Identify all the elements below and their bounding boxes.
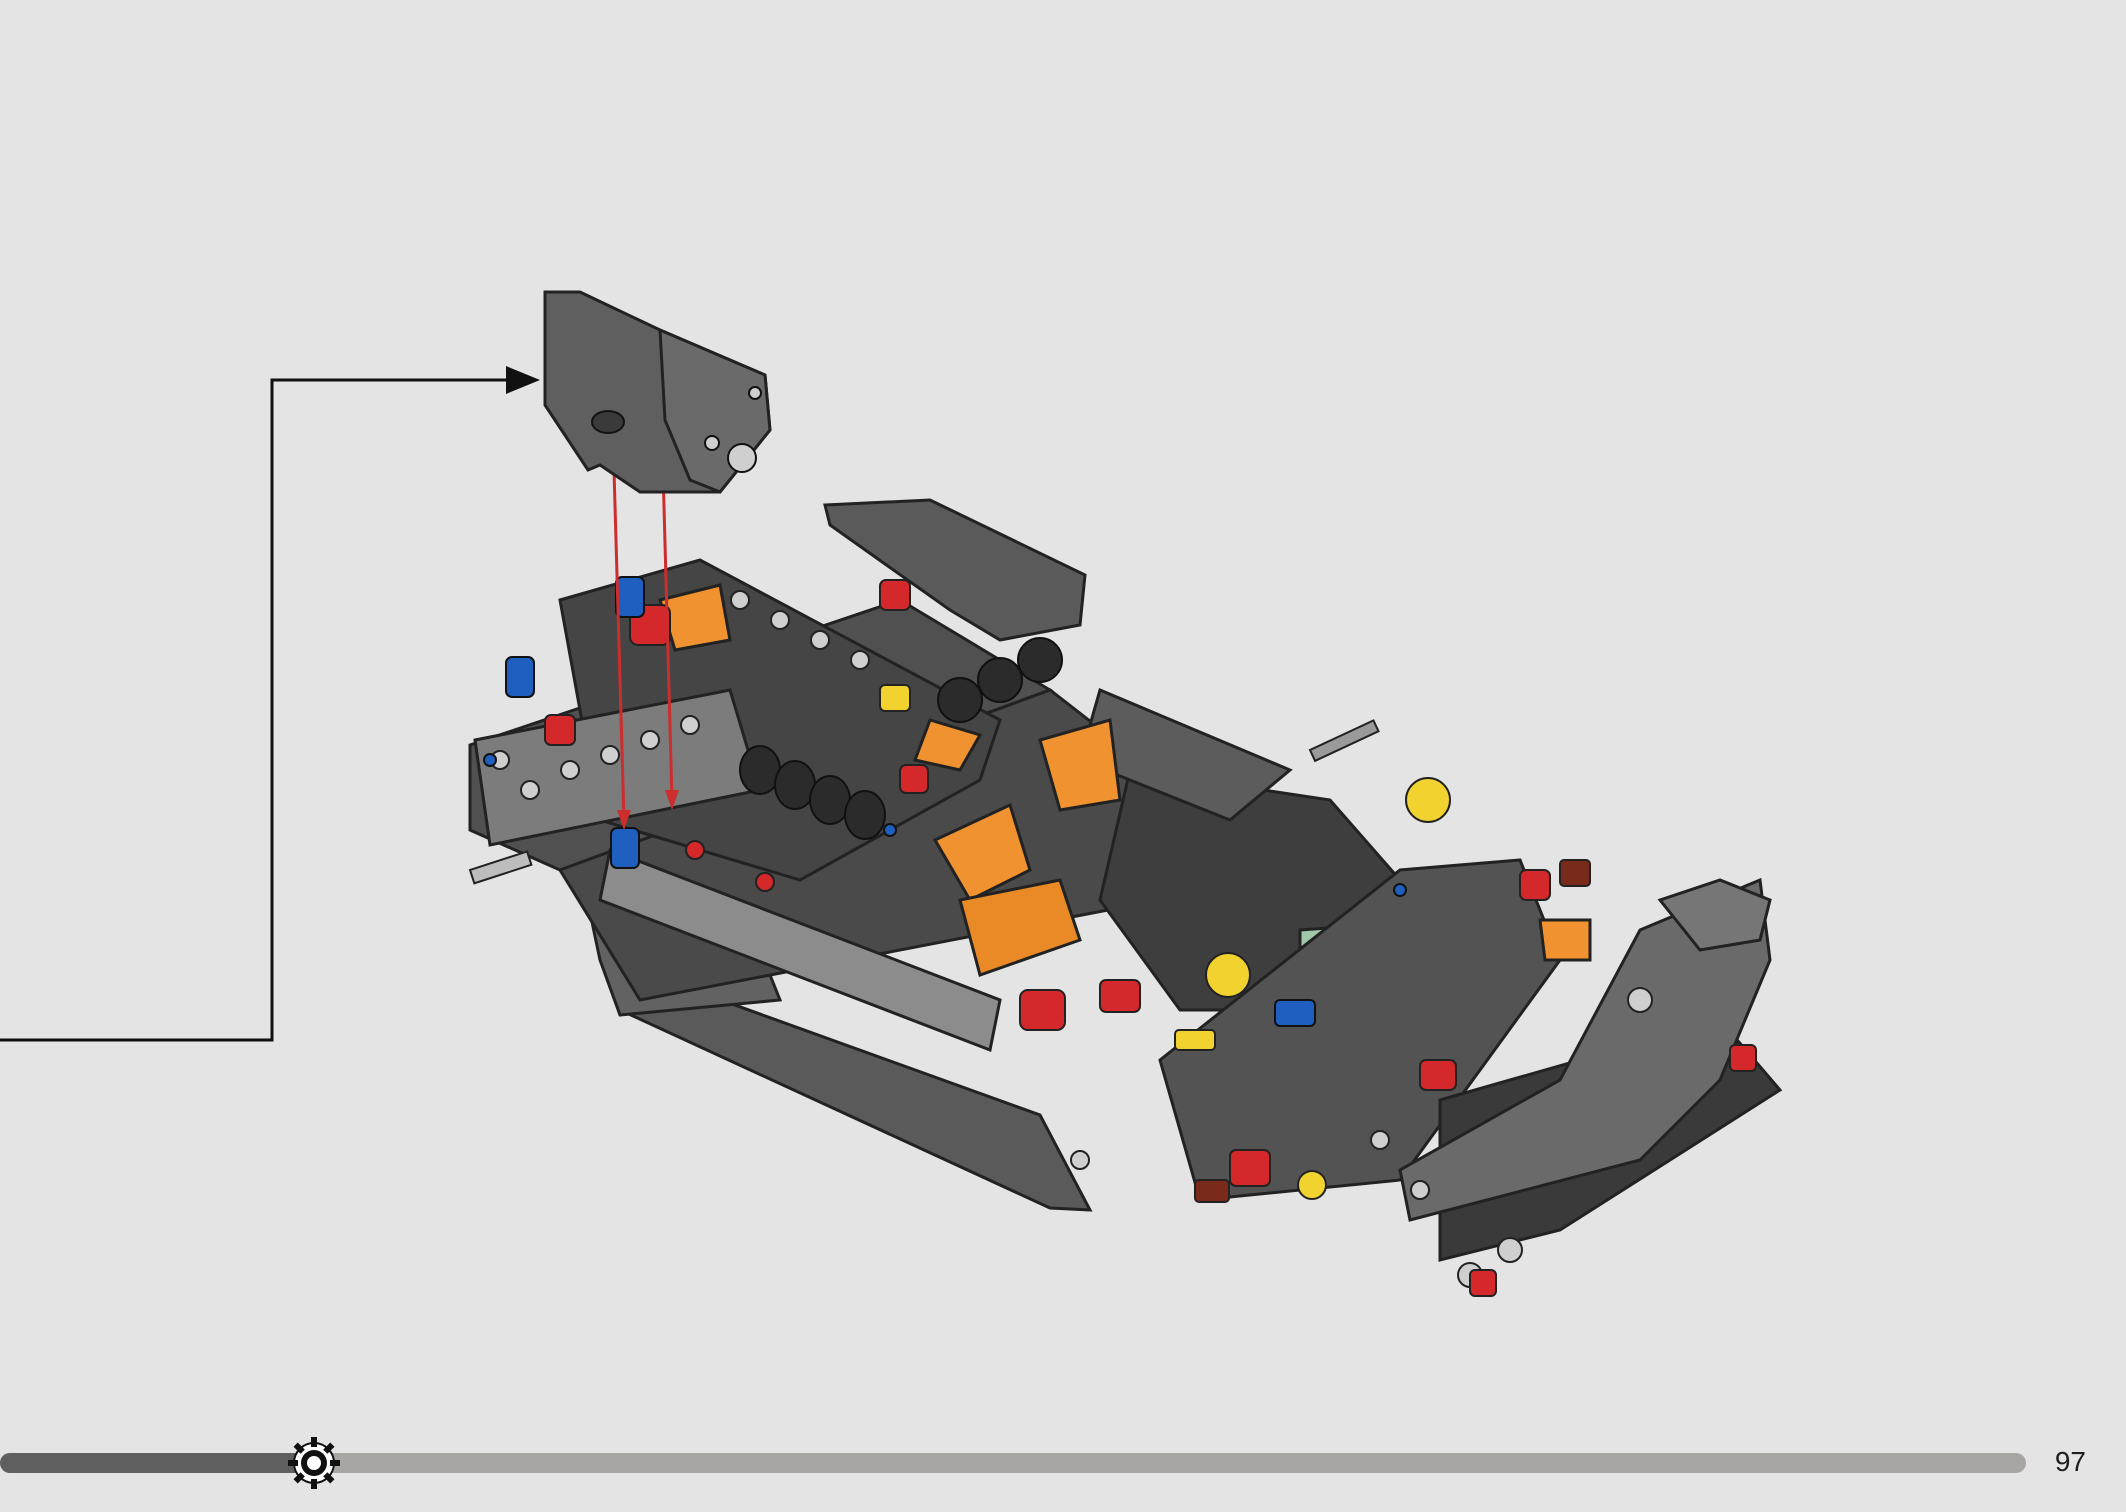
progress-bar-fill — [0, 1453, 315, 1473]
car-chassis — [468, 498, 1783, 1297]
progress-bar — [0, 1453, 2026, 1473]
callout-connector — [0, 366, 540, 1042]
gear-icon — [288, 1437, 341, 1489]
new-part — [543, 290, 772, 494]
arrow-right-icon — [506, 366, 540, 394]
page-number: 97 — [2054, 1446, 2086, 1477]
